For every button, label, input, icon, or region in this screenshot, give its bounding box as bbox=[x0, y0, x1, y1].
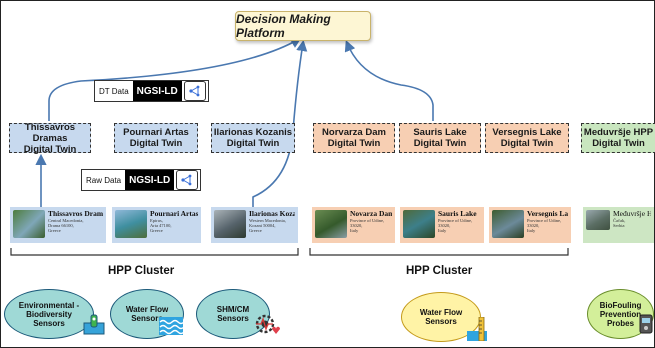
ph-meter-icon bbox=[83, 314, 105, 335]
flow-gauge-icon bbox=[467, 317, 487, 341]
site-name: Međuvršje HP Pla bbox=[613, 210, 651, 218]
twin-name: Versegnis Lake bbox=[492, 127, 562, 138]
twin-name: Pournari Artas bbox=[123, 127, 189, 138]
twin-name: Ilarionas Kozanis bbox=[213, 127, 293, 138]
dt-data-badge: DT Data NGSI-LD bbox=[94, 80, 209, 102]
arrow-thissavros-to-platform bbox=[48, 37, 302, 121]
site-card-meduvrsje: Međuvršje HP PlaČačak, Serbia bbox=[583, 207, 654, 243]
twin-name: Thissavros Dramas bbox=[24, 121, 76, 144]
sensor-label: BioFouling Prevention Probes bbox=[599, 300, 642, 328]
raw-data-badge: Raw Data NGSI-LD bbox=[81, 169, 202, 191]
site-address: Province of Udine, 33020, Italy bbox=[350, 218, 385, 233]
twin-subtitle: Digital Twin bbox=[226, 138, 280, 149]
site-name: Ilarionas Kozanis bbox=[249, 210, 295, 218]
twin-subtitle: Digital Twin bbox=[327, 138, 381, 149]
site-address: Epirus, Arta 47100, Greece bbox=[150, 218, 172, 233]
twin-name: Meduvršje HPP bbox=[583, 127, 654, 138]
site-photo bbox=[403, 210, 435, 238]
site-photo bbox=[492, 210, 524, 238]
badge-label: DT Data bbox=[99, 86, 129, 96]
twin-subtitle: Digital Twin bbox=[592, 138, 645, 149]
site-photo bbox=[115, 210, 147, 238]
sensor-water-flow-greece: Water Flow Sensors bbox=[110, 289, 184, 339]
twin-subtitle: Digital Twin bbox=[23, 143, 77, 155]
twin-subtitle: Digital Twin bbox=[500, 138, 554, 149]
decision-making-platform: Decision Making Platform bbox=[235, 11, 371, 41]
cluster-bracket-italy bbox=[309, 248, 569, 256]
twin-subtitle: Digital Twin bbox=[413, 138, 467, 149]
sensor-label: Water Flow Sensors bbox=[125, 305, 169, 323]
site-address: Province of Udine, 33020, Italy bbox=[527, 218, 562, 233]
site-card-ilarionas: Ilarionas KozanisWestern Macedonia, Koza… bbox=[211, 207, 298, 243]
twin-subtitle: Digital Twin bbox=[129, 138, 183, 149]
cluster-bracket-greece bbox=[10, 248, 299, 256]
sensor-label: Water Flow Sensors bbox=[419, 308, 463, 326]
sensor-label: SHM/CM Sensors bbox=[216, 305, 250, 323]
site-card-thissavros: Thissavros DramasCentral Macedonia, Dram… bbox=[10, 207, 106, 243]
water-waves-icon bbox=[159, 317, 183, 335]
site-address: Western Macedonia, Kozani 50004, Greece bbox=[249, 218, 286, 233]
sensor-label: Environmental - Biodiversity Sensors bbox=[18, 300, 80, 328]
site-name: Versegnis Lake bbox=[527, 210, 568, 218]
site-name: Novarza Dam bbox=[350, 210, 392, 218]
site-photo bbox=[586, 210, 610, 230]
site-photo bbox=[13, 210, 45, 238]
cluster-label-italy: HPP Cluster bbox=[406, 265, 473, 277]
arrow-sauris-to-platform bbox=[344, 40, 434, 121]
gear-pulse-icon bbox=[255, 314, 280, 334]
cluster-label-greece: HPP Cluster bbox=[108, 265, 175, 277]
sensor-biofouling-probes: BioFouling Prevention Probes bbox=[587, 289, 654, 339]
ngsi-ld-graph-icon bbox=[176, 170, 199, 190]
badge-label: Raw Data bbox=[86, 175, 122, 185]
site-address: Čačak, Serbia bbox=[613, 218, 626, 228]
site-address: Province of Udine, 33020, Italy bbox=[438, 218, 473, 233]
twin-name: Norvarza Dam bbox=[322, 127, 386, 138]
ngsi-ld-graph-icon bbox=[183, 81, 206, 101]
site-address: Central Macedonia, Drama 66100, Greece bbox=[48, 218, 84, 233]
probe-device-icon bbox=[639, 314, 653, 334]
site-photo bbox=[315, 210, 347, 238]
sensor-shm-cm: SHM/CM Sensors bbox=[196, 289, 270, 339]
badge-format: NGSI-LD bbox=[132, 81, 182, 101]
site-name: Sauris Lake bbox=[438, 210, 477, 218]
badge-format: NGSI-LD bbox=[125, 170, 175, 190]
site-name: Pournari Artas bbox=[150, 210, 198, 218]
twin-name: Sauris Lake bbox=[413, 127, 467, 138]
site-name: Thissavros Dramas bbox=[48, 210, 103, 218]
sensor-environmental-biodiversity: Environmental - Biodiversity Sensors bbox=[4, 289, 94, 339]
site-photo bbox=[214, 210, 246, 238]
